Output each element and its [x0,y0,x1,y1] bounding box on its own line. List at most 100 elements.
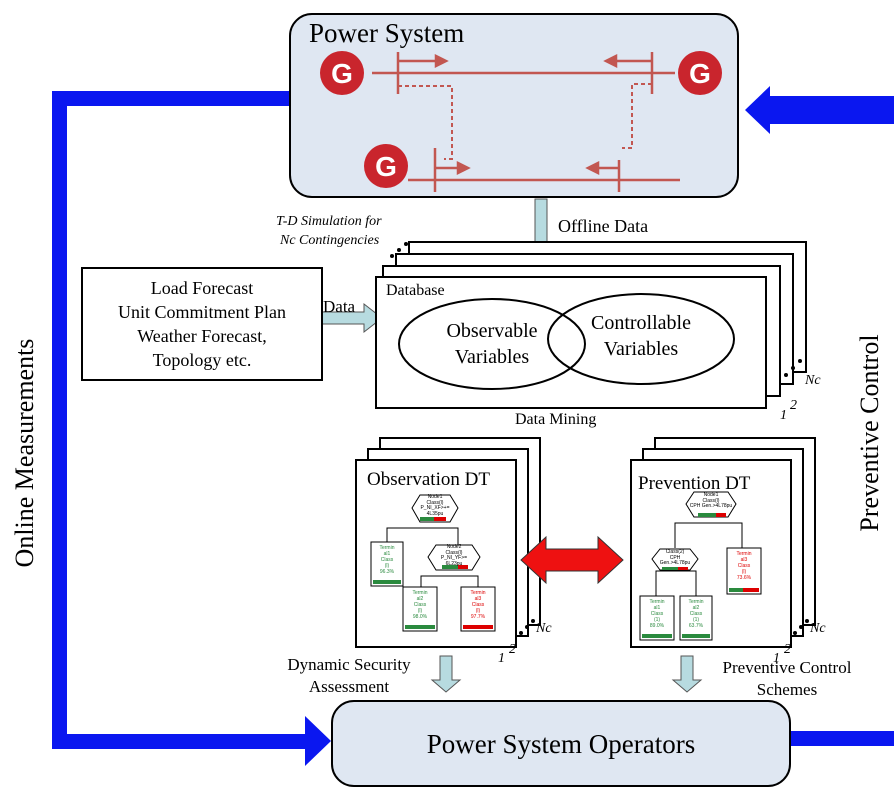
svg-text:G: G [375,151,397,182]
leaf-text: 97.7% [470,614,486,620]
leaf-text: Class [471,602,485,608]
observation-leaf-2-text: Termin al2 Class (l) 98.0% [403,590,437,620]
leaf-text: Termin [736,551,752,557]
observation-leaf-3-text: Termin al3 Class (l) 97.7% [461,590,495,620]
controllable-line: Variables [603,338,679,360]
leaf-text: Termin [379,545,395,551]
power-system-title: Power System [309,18,465,48]
observation-index-1: 1 [498,651,505,666]
node-text: Class(l) [445,549,463,556]
observation-root-text: Node1 Class(l) P_NI_XF>+= 4L35pu [412,494,458,517]
database-nc: Nc [805,373,821,388]
prevention-dt-title: Prevention DT [638,473,751,494]
database-index-1: 1 [780,408,787,423]
observation-leaf-2 [402,586,438,632]
node-text: CPH Gen.>4L78pu [689,503,733,509]
observation-nc: Nc [536,621,552,636]
prevention-nc: Nc [810,621,826,636]
sim-label-line1: T-D Simulation for [276,214,382,229]
leaf-text: 96.3% [379,569,395,575]
pcs-line: Schemes [756,680,818,699]
node-text: Node1 [703,492,719,498]
prevention-index-1: 1 [773,651,780,666]
node-text: Node2 [446,544,462,550]
prevention-tree-edges [655,522,743,596]
leaf-text: al2 [692,605,700,611]
node-text: P_NI_YF>= [440,555,468,561]
node-text: Class(2) [665,549,685,555]
observation-index-2: 2 [509,642,516,657]
leaf-text: al1 [383,551,391,557]
leaf-text: (l) [417,608,423,614]
preventive-control-path [745,86,894,746]
observation-tree-edges [386,527,479,587]
data-mining-label: Data Mining [515,411,597,428]
observation-mid-node [427,544,481,571]
leaf-text: 73.6% [736,575,752,581]
node-text: Gen.>4L78pu [659,560,691,566]
preventive-control-label: Preventive Control [855,334,884,532]
prevention-mid-node [651,548,699,571]
prevention-leaf-2-text: Termin al2 Class (1) 63.7% [680,599,712,629]
leaf-text: Termin [470,590,486,596]
prevention-root-text: Node1 Class(l) CPH Gen.>4L78pu [686,492,736,510]
generator-left: G [320,51,364,95]
node-text: Class(l) [702,497,720,504]
prevention-index-2: 2 [784,642,791,657]
node-text: Node1 [427,494,443,500]
database-dots [784,359,802,377]
online-measurements-path [52,91,331,766]
data-label: Data [323,297,356,316]
leaf-text: Termin [688,599,704,605]
inputs-text: Load Forecast Unit Commitment Plan Weath… [82,276,322,372]
leaf-text: Termin [412,590,428,596]
observable-variables-label: Observable Variables [400,318,584,370]
controllable-line: Controllable [591,312,691,334]
leaf-text: al1 [653,605,661,611]
leaf-text: Class [689,611,703,617]
prevention-leaf-1-text: Termin al1 Class (1) 89.0% [640,599,674,629]
prevention-dots [793,619,809,635]
offline-dots [390,242,408,258]
controllable-variables-ellipse [547,293,735,385]
input-line: Load Forecast [150,278,254,298]
input-line: Topology etc. [152,350,252,370]
dsa-line: Assessment [308,677,390,696]
offline-data-label: Offline Data [558,216,649,236]
prevention-leaf-2 [679,595,713,641]
leaf-text: (l) [475,608,481,614]
operators-label: Power System Operators [426,729,696,759]
controllable-variables-label: Controllable Variables [548,310,734,362]
svg-text:G: G [331,58,353,89]
node-text: 6L23pu [445,560,463,567]
observable-line: Variables [454,346,530,368]
observation-mid-text: Node2 Class(l) P_NI_YF>= 6L23pu [428,544,480,567]
observation-dots [519,619,535,635]
prevention-leaf-3 [726,547,762,595]
observable-variables-ellipse [398,298,586,390]
pcs-line: Preventive Control [722,658,852,677]
node-text: Class(l) [426,499,444,506]
leaf-text: al2 [416,596,424,602]
database-index-2: 2 [790,398,797,413]
prevention-root-node [685,491,737,518]
observation-leaf-1 [370,541,404,587]
leaf-text: Class [380,557,394,563]
prevention-leaf-3-text: Termin al3 Class (l) 73.6% [727,551,761,581]
observation-dt-title: Observation DT [367,469,490,490]
database-title: Database [386,282,445,299]
observation-leaf-1-text: Termin al1 Class (l) 96.3% [371,545,403,575]
leaf-text: (l) [384,563,390,569]
pcs-label: Preventive Control Schemes [702,657,872,701]
input-line: Unit Commitment Plan [117,302,286,322]
operators-box [331,700,791,787]
double-arrow [520,535,624,585]
dsa-line: Dynamic Security [287,655,411,674]
leaf-text: (1) [692,617,700,623]
svg-text:G: G [689,58,711,89]
leaf-text: 98.0% [412,614,428,620]
generator-right: G [678,51,722,95]
node-text: 4L35pu [426,510,444,517]
leaf-text: 63.7% [688,623,704,629]
